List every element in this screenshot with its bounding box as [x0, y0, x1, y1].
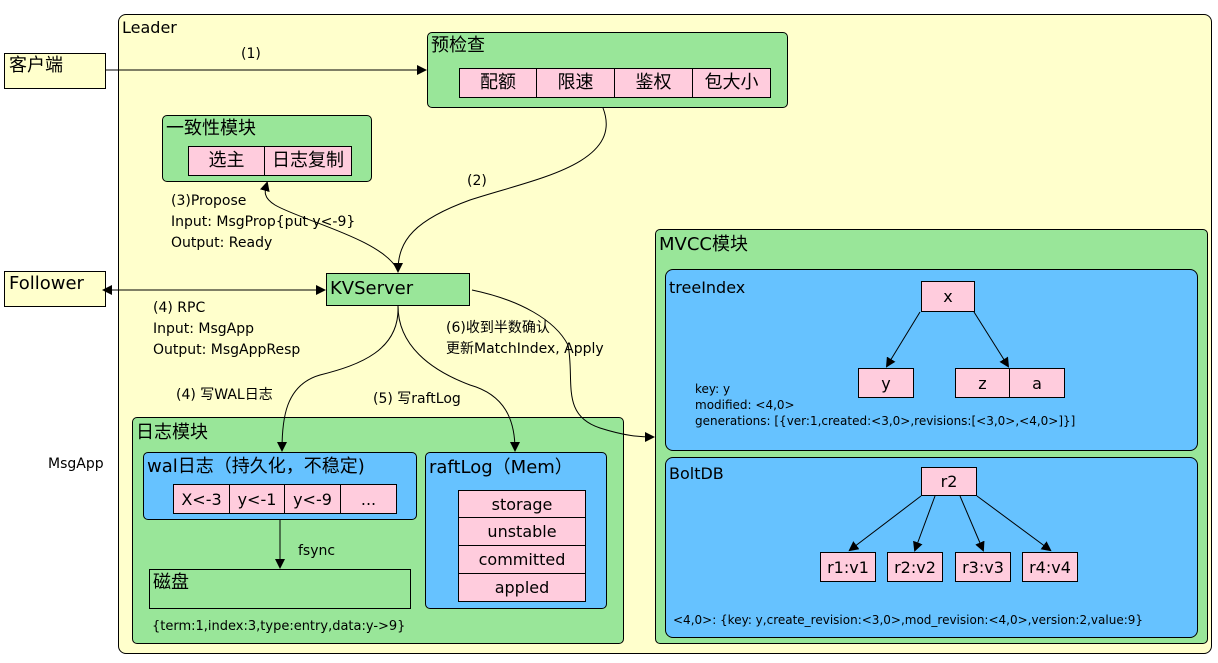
arrow-bolt-leaf-3: [959, 495, 985, 552]
propose-label: (3)Propose Input: MsgProp{put y<-9} Outp…: [171, 191, 355, 254]
treeindex-title: treeIndex: [669, 278, 746, 297]
arrow-bolt-leaf-4: [976, 495, 1052, 552]
rpc-line: (4) RPC: [153, 300, 206, 316]
fsync-label: fsync: [298, 543, 336, 559]
propose-line: Input: MsgProp{put y<-9}: [171, 214, 356, 230]
raftlog-box: raftLog（Mem） storage unstable committed …: [425, 452, 607, 609]
boltdb-title: BoltDB: [669, 464, 724, 483]
consensus-item: 选主: [188, 146, 265, 176]
log-module-title: 日志模块: [136, 422, 208, 443]
disk-box: 磁盘: [149, 569, 411, 609]
apply-line: (6)收到半数确认: [446, 320, 550, 336]
arrow-kvserver-raftlog: [397, 305, 520, 452]
propose-line: (3)Propose: [171, 193, 247, 209]
disk-title: 磁盘: [153, 572, 189, 593]
arrow-kvserver-consensus: [259, 181, 399, 272]
wal-title: wal日志（持久化，不稳定): [147, 456, 365, 477]
raftlog-item: committed: [458, 546, 586, 574]
wal-edge-label: (4) 写WAL日志: [176, 387, 273, 403]
wal-cells: X<-3 y<-1 y<-9 ...: [173, 484, 397, 514]
follower-box: Follower: [4, 271, 106, 307]
treeindex-info-line: generations: [{ver:1,created:<3,0>,revis…: [695, 414, 1076, 428]
wal-box: wal日志（持久化，不稳定) X<-3 y<-1 y<-9 ...: [143, 452, 417, 520]
arrow-bolt-leaf-2: [913, 495, 936, 552]
apply-label: (6)收到半数确认 更新MatchIndex, Apply: [446, 318, 604, 360]
consensus-module: 一致性模块 选主 日志复制: [162, 115, 372, 182]
consensus-items: 选主 日志复制: [188, 146, 352, 176]
raftlog-edge-label: (5) 写raftLog: [373, 391, 461, 407]
precheck-title: 预检查: [431, 35, 485, 56]
client-box: 客户端: [4, 53, 106, 89]
log-entry-text: {term:1,index:3,type:entry,data:y->9}: [152, 619, 406, 634]
rpc-line: Input: MsgApp: [153, 321, 255, 337]
precheck-item: 配额: [459, 68, 537, 98]
raftlog-title: raftLog（Mem）: [429, 457, 573, 478]
client-label: 客户端: [9, 55, 63, 76]
bolt-node-root: r2: [921, 467, 977, 496]
treeindex-info-line: key: y: [695, 382, 731, 396]
raftlog-item: appled: [458, 574, 586, 602]
precheck-item: 限速: [537, 68, 615, 98]
wal-cell: y<-9: [285, 484, 341, 514]
boltdb-info: <4,0>: {key: y,create_revision:<3,0>,mod…: [673, 613, 1144, 627]
rpc-label: (4) RPC Input: MsgApp Output: MsgAppResp: [153, 298, 300, 361]
arrow-bolt-leaf-1: [848, 495, 922, 552]
wal-cell: y<-1: [230, 484, 285, 514]
precheck-module: 预检查 配额 限速 鉴权 包大小: [427, 32, 788, 108]
precheck-item: 鉴权: [615, 68, 693, 98]
tree-node-root: x: [921, 281, 975, 312]
arrow-precheck-kvserver: [393, 107, 607, 273]
raftlog-item: storage: [458, 490, 586, 518]
arrow-tree-right: [973, 311, 1010, 368]
tree-node-right-key: z: [955, 368, 1010, 398]
tree-node-right: z a: [955, 368, 1065, 398]
tree-node-left: y: [858, 368, 914, 398]
consensus-title: 一致性模块: [166, 118, 256, 139]
arrow-kvserver-wal: [277, 305, 399, 452]
propose-line: Output: Ready: [171, 235, 273, 251]
bolt-leaf: r3:v3: [955, 552, 1011, 582]
edge-label-2: (2): [467, 173, 487, 189]
treeindex-info: key: y modified: <4,0> generations: [{ve…: [695, 381, 1075, 429]
consensus-item: 日志复制: [265, 146, 352, 176]
kvserver-box: KVServer: [326, 273, 470, 306]
mvcc-title: MVCC模块: [659, 234, 748, 255]
bolt-leaf: r4:v4: [1022, 552, 1078, 582]
rpc-line: Output: MsgAppResp: [153, 342, 301, 358]
kvserver-label: KVServer: [330, 278, 414, 299]
precheck-items: 配额 限速 鉴权 包大小: [459, 68, 771, 98]
msgapp-side-label: MsgApp: [48, 456, 104, 472]
wal-cell: ...: [341, 484, 397, 514]
wal-cell: X<-3: [173, 484, 230, 514]
bolt-leaf: r1:v1: [820, 552, 876, 582]
leader-label: Leader: [122, 18, 177, 37]
bolt-leaf: r2:v2: [887, 552, 943, 582]
follower-label: Follower: [9, 273, 84, 294]
raftlog-item: unstable: [458, 518, 586, 546]
arrow-tree-left: [885, 311, 921, 368]
raftlog-items: storage unstable committed appled: [458, 490, 586, 602]
arrow-kvserver-mvcc: [471, 289, 655, 442]
edge-label-1: (1): [241, 46, 261, 62]
treeindex-info-line: modified: <4,0>: [695, 398, 795, 412]
apply-line: 更新MatchIndex, Apply: [446, 341, 604, 357]
precheck-item: 包大小: [693, 68, 771, 98]
tree-node-right-key: a: [1010, 368, 1065, 398]
